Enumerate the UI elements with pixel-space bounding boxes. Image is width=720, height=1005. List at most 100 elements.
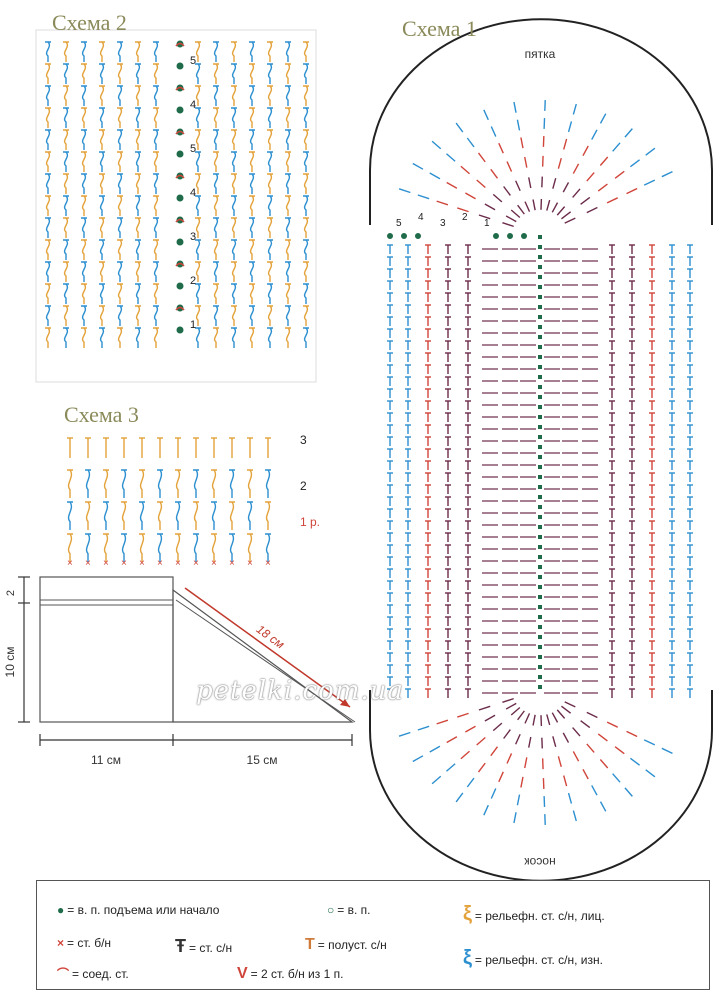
scheme2-stitch <box>267 108 273 128</box>
heel-stitch <box>615 171 624 178</box>
heel-stitch <box>581 197 590 204</box>
toe-stitch <box>552 713 557 723</box>
scheme2-stitch <box>63 328 69 348</box>
toe-stitch <box>607 722 618 727</box>
scheme2-row-number: 5 <box>190 55 196 67</box>
heel-stitch <box>491 127 495 137</box>
heel-stitch <box>563 182 568 192</box>
scheme2-stitch <box>135 64 141 84</box>
scheme2-stitch <box>285 306 291 326</box>
scheme3-row-label: 1 р. <box>300 515 320 529</box>
pattern-drawing: 2 10 см 11 см 15 см 18 см <box>3 577 355 767</box>
scheme2-stitch <box>117 152 123 172</box>
heel-stitch <box>607 198 618 203</box>
scheme1-row-number: 1 <box>484 218 490 229</box>
pattern-rectangle <box>40 577 173 722</box>
scheme3-sc-mark: × <box>247 558 253 569</box>
scheme2-stitch <box>81 196 87 216</box>
scheme2-stitch <box>249 196 255 216</box>
heel-stitch <box>477 180 486 188</box>
scheme2-stitch <box>249 240 255 260</box>
toe-stitch <box>547 714 550 724</box>
relief-front-icon: ξ <box>463 903 472 926</box>
scheme2-stitch <box>267 42 273 62</box>
scheme2-stitch <box>267 152 273 172</box>
scheme2-stitch <box>285 218 291 238</box>
heel-stitch <box>644 180 655 185</box>
scheme2-stitch <box>303 306 309 326</box>
scheme2-stitch <box>213 262 219 282</box>
heel-stitch <box>504 187 511 196</box>
scheme2-stitch <box>117 42 123 62</box>
toe-stitch <box>506 703 516 709</box>
heel-stitch <box>646 148 655 155</box>
scheme2-stitch <box>135 218 141 238</box>
scheme2-stitch <box>153 284 159 304</box>
scheme2-stitch <box>231 174 237 194</box>
scheme2-stitch <box>267 64 273 84</box>
scheme2-stitch <box>303 42 309 62</box>
scheme2-row-number: 4 <box>190 99 196 111</box>
hdc-icon: T <box>305 936 315 954</box>
scheme1-row-number: 4 <box>418 212 424 223</box>
legend-item-dc: Ŧ= ст. с/н <box>175 936 232 957</box>
scheme2-stitch <box>303 130 309 150</box>
heel-stitch <box>461 166 470 174</box>
scheme2-stitch <box>213 64 219 84</box>
scheme2-stitch <box>45 218 51 238</box>
toe-stitch <box>457 713 468 717</box>
scheme2-stitch <box>249 284 255 304</box>
heel-stitch <box>547 200 550 210</box>
scheme2-stitch <box>303 328 309 348</box>
toe-stitch <box>615 747 624 754</box>
scheme2-stitch <box>63 64 69 84</box>
scheme2-stitch <box>303 240 309 260</box>
heel-stitch <box>587 173 594 182</box>
scheme3-stitch <box>157 502 163 530</box>
toe-stitch <box>447 737 457 743</box>
legend-item-inc: V= 2 ст. б/н из 1 п. <box>237 965 343 983</box>
scheme2-stitch <box>285 108 291 128</box>
heel-stitch <box>502 223 513 227</box>
scheme2-stitch <box>285 328 291 348</box>
scheme2-stitch <box>81 152 87 172</box>
scheme3-stitch <box>211 470 217 498</box>
scheme2-stitch <box>285 174 291 194</box>
scheme2-stitch <box>303 108 309 128</box>
scheme2-stitch <box>249 328 255 348</box>
scheme2-stitch <box>195 196 201 216</box>
scheme2-stitch <box>99 174 105 194</box>
toe-stitch <box>465 726 475 732</box>
scheme2-stitch <box>285 64 291 84</box>
toe-stitch <box>484 805 488 815</box>
scheme2-stitch <box>99 218 105 238</box>
scheme2-stitch <box>117 64 123 84</box>
scheme2-chain-dot <box>177 151 184 158</box>
toe-stitch <box>518 711 525 720</box>
heel-stitch <box>521 138 523 149</box>
scheme3-stitch <box>265 502 271 530</box>
scheme2-stitch <box>135 328 141 348</box>
heel-stitch <box>484 110 488 120</box>
scheme2-stitch <box>135 86 141 106</box>
toe-stitch <box>521 777 523 788</box>
scheme2-stitch <box>249 218 255 238</box>
scheme3-stitch <box>121 470 127 498</box>
toe-stitch <box>499 772 503 782</box>
scheme2-stitch <box>285 196 291 216</box>
toe-stitch <box>600 760 607 769</box>
heel-stitch <box>447 183 457 189</box>
scheme2-stitch <box>81 42 87 62</box>
scheme3-stitch <box>103 470 109 498</box>
scheme2-stitch <box>303 174 309 194</box>
heel-stitch <box>627 189 638 194</box>
toe-stitch <box>485 715 495 721</box>
relief-back-icon: ξ <box>463 947 472 970</box>
scheme2-stitch <box>213 196 219 216</box>
scheme3-sc-mark: × <box>85 558 91 569</box>
scheme2-stitch <box>63 218 69 238</box>
scheme2-stitch <box>195 108 201 128</box>
